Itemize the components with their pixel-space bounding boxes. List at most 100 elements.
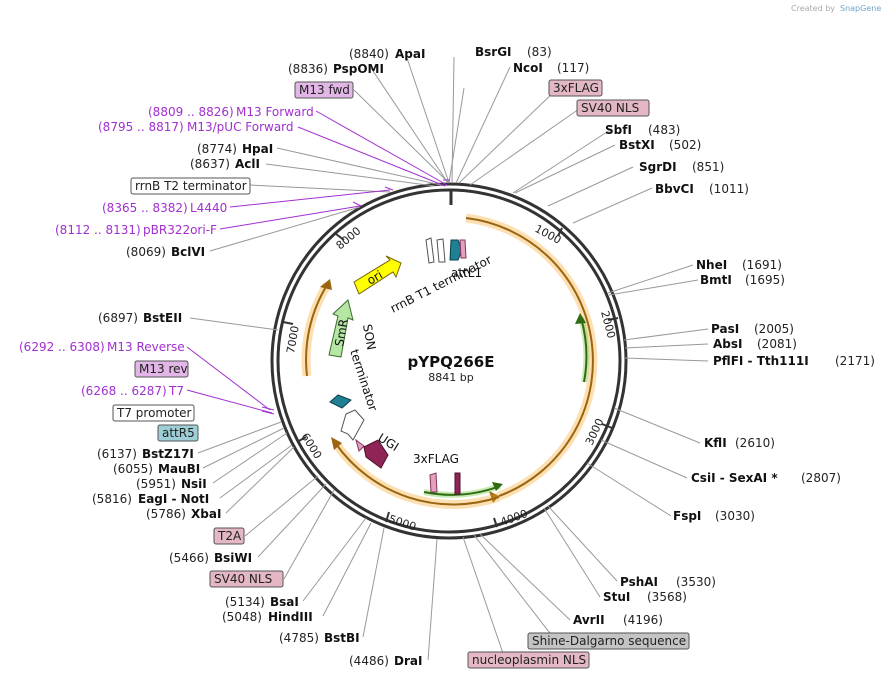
credit-text: Created by: [791, 4, 835, 13]
enzyme-name: ApaI: [395, 47, 425, 61]
son-label: SON: [360, 323, 378, 351]
feature-box: rrnB T2 terminator: [130, 177, 251, 195]
enzyme-name: DraI: [394, 654, 422, 668]
feature-box-text: T7 promoter: [116, 406, 192, 420]
feature-box: attR5: [157, 424, 199, 442]
enzyme-pos: (3568): [647, 590, 687, 604]
enzyme-pos: (5951): [136, 477, 176, 491]
primer-name: M13 Reverse: [107, 340, 185, 354]
enzyme-labels-left: (8840) ApaI (8836) PspOMI (8774) HpaI (8…: [92, 47, 425, 668]
enzyme-pos: (3030): [715, 509, 755, 523]
enzyme-name: SbfI: [605, 123, 632, 137]
enzyme-name: StuI: [603, 590, 630, 604]
enzyme-name: NheI: [696, 258, 727, 272]
attl1-label: attL1: [451, 266, 482, 280]
enzyme-name: KflI: [704, 436, 727, 450]
enzyme-name: CsiI - SexAI *: [691, 471, 778, 485]
feature-box-text: attR5: [162, 426, 195, 440]
enzyme-pos: (2610): [735, 436, 775, 450]
feature-box-text: rrnB T2 terminator: [135, 179, 247, 193]
primer-range: (6292 .. 6308): [19, 340, 105, 354]
primer-range: (8809 .. 8826): [148, 105, 234, 119]
enzyme-name: BsiWI: [214, 551, 252, 565]
enzyme-name: AbsI: [713, 337, 742, 351]
enzyme-name: PspOMI: [333, 62, 384, 76]
scale-ticks: [282, 191, 619, 528]
enzyme-name: PasI: [711, 322, 739, 336]
enzyme-name: BstZ17I: [142, 447, 194, 461]
enzyme-pos: (483): [648, 123, 680, 137]
enzyme-pos: (83): [527, 45, 552, 59]
enzyme-name: NcoI: [513, 61, 543, 75]
enzyme-pos: (5786): [146, 507, 186, 521]
enzyme-name: MauBI: [158, 462, 200, 476]
enzyme-pos: (8840): [349, 47, 389, 61]
enzyme-name: BmtI: [700, 273, 732, 287]
enzyme-pos: (8774): [197, 142, 237, 156]
enzyme-pos: (2171): [835, 354, 875, 368]
enzyme-pos: (1691): [742, 258, 782, 272]
feature-box: M13 fwd: [294, 81, 354, 99]
ori-label: ori: [365, 268, 386, 288]
leader-lines: [189, 56, 709, 661]
feature-box-text: M13 fwd: [299, 83, 350, 97]
primer-range: (6268 .. 6287): [81, 384, 167, 398]
enzyme-pos: (4196): [623, 613, 663, 627]
feature-boxes: M13 fwd rrnB T2 terminator M13 rev T7 pr…: [112, 79, 690, 669]
enzyme-name: HindIII: [268, 610, 313, 624]
feature-box-text: SV40 NLS: [214, 572, 272, 586]
enzyme-name: FspI: [673, 509, 701, 523]
primer-name: T7: [168, 384, 184, 398]
primer-name: M13/pUC Forward: [187, 120, 294, 134]
primer-name: M13 Forward: [236, 105, 314, 119]
inner-features: [328, 237, 467, 495]
enzyme-name: XbaI: [191, 507, 221, 521]
enzyme-pos: (4486): [349, 654, 389, 668]
feature-box: Shine-Dalgarno sequence: [527, 632, 690, 650]
enzyme-name: PflFI - Tth111I: [713, 354, 809, 368]
enzyme-name: BsaI: [270, 595, 299, 609]
enzyme-name: BsrGI: [475, 45, 512, 59]
enzyme-name: NsiI: [181, 477, 207, 491]
enzyme-name: SgrDI: [639, 160, 677, 174]
tick-label: 8000: [334, 224, 364, 252]
enzyme-pos: (8836): [288, 62, 328, 76]
feature-box: SV40 NLS: [576, 99, 650, 117]
feature-box: T7 promoter: [112, 404, 195, 422]
enzyme-pos: (5816): [92, 492, 132, 506]
enzyme-pos: (3530): [676, 575, 716, 589]
orange-arcs: [301, 213, 598, 509]
primer-range: (8795 .. 8817): [98, 120, 184, 134]
enzyme-pos: (6137): [97, 447, 137, 461]
enzyme-name: BstXI: [619, 138, 655, 152]
primer-range: (8112 .. 8131): [55, 223, 141, 237]
enzyme-name: EagI - NotI: [138, 492, 209, 506]
enzyme-pos: (4785): [279, 631, 319, 645]
feature-box: SV40 NLS: [209, 570, 284, 588]
feature-box: nucleoplasmin NLS: [467, 651, 590, 669]
enzyme-name: HpaI: [242, 142, 273, 156]
enzyme-pos: (1011): [709, 182, 749, 196]
enzyme-pos: (1695): [745, 273, 785, 287]
enzyme-name: AclI: [235, 157, 260, 171]
enzyme-pos: (117): [557, 61, 589, 75]
enzyme-pos: (8637): [190, 157, 230, 171]
smr-label: SmR: [332, 318, 351, 348]
enzyme-name: AvrII: [573, 613, 605, 627]
enzyme-pos: (2807): [801, 471, 841, 485]
feature-box-text: Shine-Dalgarno sequence: [532, 634, 686, 648]
enzyme-name: BclVI: [171, 245, 205, 259]
enzyme-pos: (8069): [126, 245, 166, 259]
enzyme-pos: (2081): [757, 337, 797, 351]
primer-range: (8365 .. 8382): [102, 201, 188, 215]
enzyme-pos: (5466): [169, 551, 209, 565]
feature-box-text: SV40 NLS: [581, 101, 639, 115]
backbone: [270, 182, 628, 540]
enzyme-name: PshAI: [620, 575, 658, 589]
enzyme-name: BbvCI: [655, 182, 694, 196]
primer-lines: [186, 110, 450, 415]
plasmid-size: 8841 bp: [428, 371, 473, 384]
enzyme-pos: (5134): [225, 595, 265, 609]
feature-box: M13 rev: [134, 360, 189, 378]
feature-box-text: 3xFLAG: [553, 81, 599, 95]
